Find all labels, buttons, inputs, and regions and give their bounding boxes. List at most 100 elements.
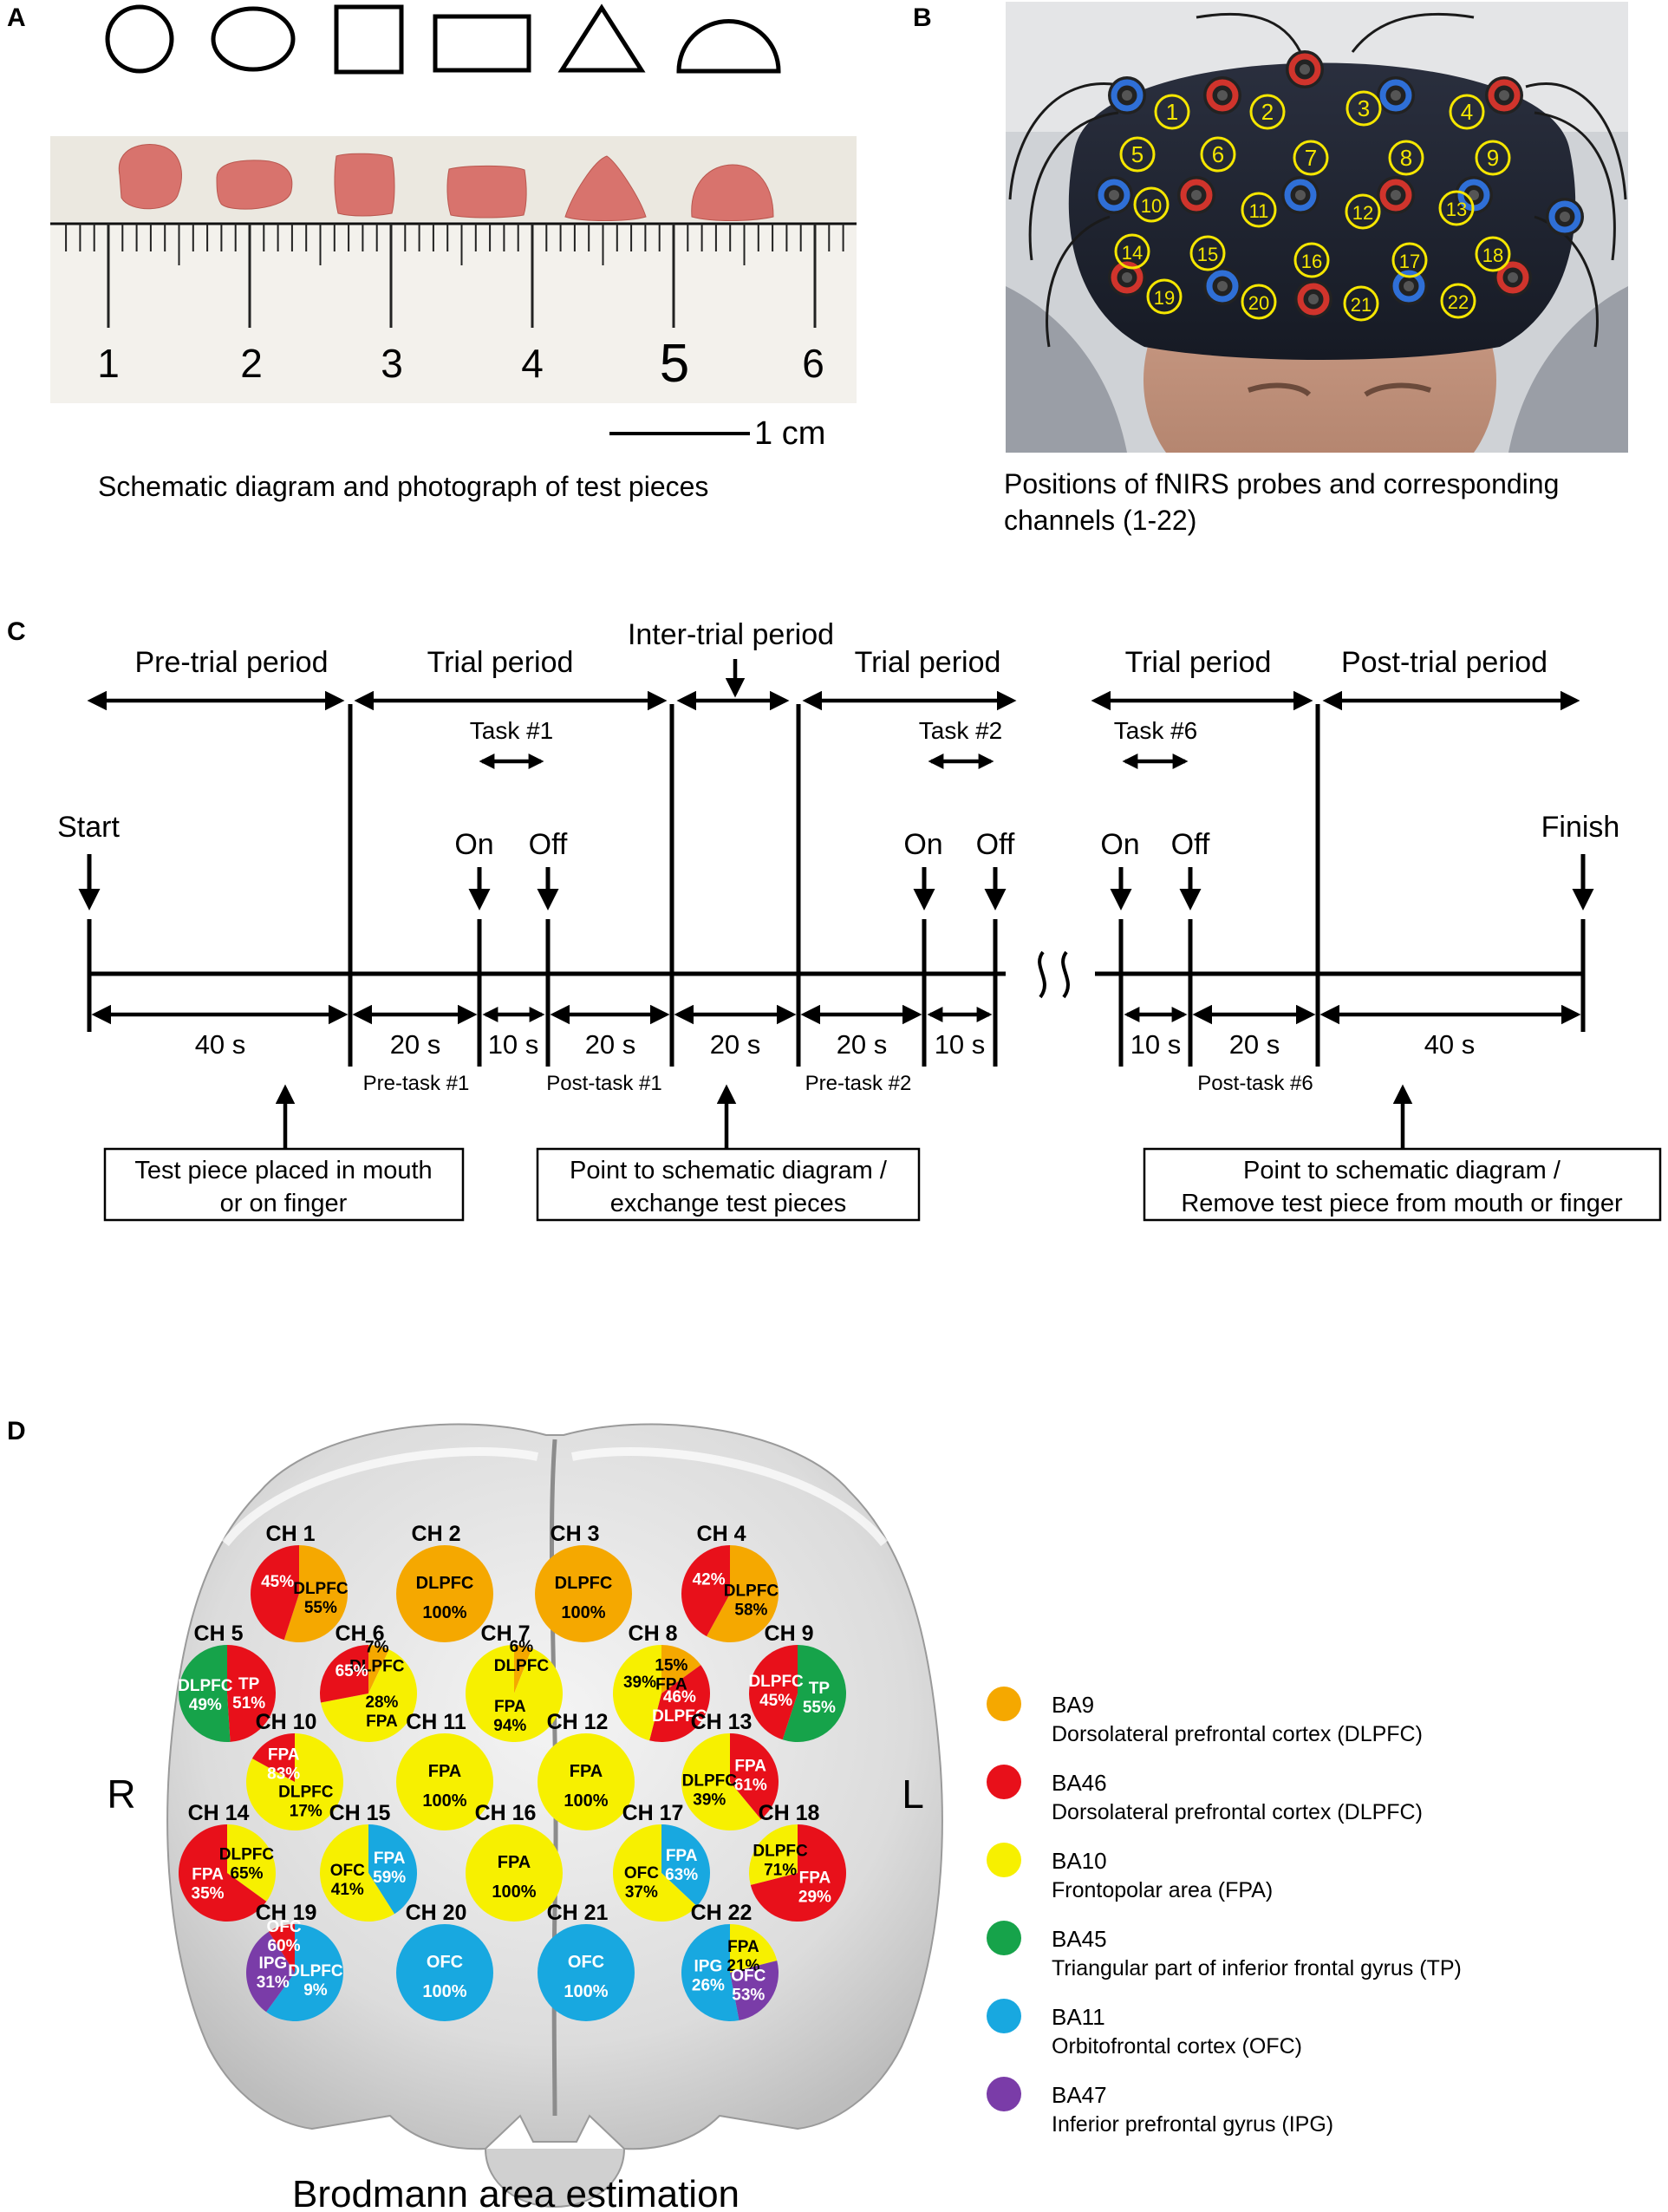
box-texts: Test piece placed in mouth or on finger … [134, 1157, 1623, 1217]
pie-label: 100% [422, 1791, 466, 1811]
brainstem [485, 2148, 625, 2209]
legend-desc: Inferior prefrontal gyrus (IPG) [1052, 2112, 1333, 2137]
pie-slice [368, 1824, 418, 1915]
piece-circle [118, 144, 182, 210]
on-label: On [903, 828, 942, 861]
channel-badge [1133, 186, 1170, 223]
pie-label: 37% [625, 1883, 658, 1902]
legend-desc: Orbitofrontal cortex (OFC) [1052, 2034, 1302, 2059]
pie-slice [245, 1931, 295, 2013]
pie-slice [266, 1924, 343, 2021]
pie-label: 100% [422, 1982, 466, 2001]
rectangle-shape [433, 14, 531, 73]
pie-label: DLPFC [293, 1580, 349, 1598]
pie-label: 26% [692, 1976, 725, 1994]
channel-badge [1293, 242, 1330, 278]
circle-shape [105, 4, 174, 74]
pie-label: OFC [427, 1953, 463, 1972]
channel-badge [1189, 235, 1226, 271]
channel-badge [1438, 190, 1475, 226]
pie-label: 63% [665, 1866, 698, 1884]
channel-number: 12 [1352, 202, 1373, 224]
pie-label: 28% [365, 1693, 398, 1712]
pie-label: OFC [624, 1864, 659, 1882]
pie-slice [227, 1824, 277, 1902]
pie-label: DLPFC [555, 1574, 613, 1593]
pie-label: 49% [189, 1696, 222, 1714]
channel-badge [1249, 94, 1286, 130]
channel-name: CH 1 [266, 1522, 316, 1546]
task-labels: Task #1 Task #2 Task #6 [470, 717, 1198, 744]
pie-slice [538, 1733, 635, 1830]
channel-number: 2 [1261, 99, 1274, 125]
post-task-1-label: Post-task #1 [546, 1072, 661, 1095]
pie-slice [538, 1924, 635, 2021]
legend-desc: Dorsolateral prefrontal cortex (DLPFC) [1052, 1722, 1423, 1746]
pie-slice [730, 1961, 779, 2021]
pie-label: 41% [331, 1881, 364, 1899]
channel-name: CH 18 [759, 1801, 820, 1825]
panel-a: A 1 2 [7, 3, 857, 502]
pie-label: 65% [336, 1662, 368, 1680]
duration-label: 10 s [1130, 1029, 1182, 1060]
task-1-label: Task #1 [470, 717, 554, 744]
pie-label: FPA [268, 1745, 300, 1764]
panel-d-title: Brodmann area estimation [292, 2173, 740, 2212]
pie-slice [283, 1545, 348, 1642]
legend-ba: BA9 [1052, 1692, 1094, 1718]
pie-label: 65% [230, 1865, 263, 1883]
legend-desc: Dorsolateral prefrontal cortex (DLPFC) [1052, 1800, 1423, 1824]
pie-label: FPA [570, 1762, 603, 1781]
legend-swatch [987, 2077, 1021, 2111]
pie-slice [514, 1644, 532, 1693]
channel-name: CH 6 [336, 1621, 385, 1646]
box1-line1: Test piece placed in mouth [134, 1157, 432, 1184]
pie-label: 100% [564, 1791, 608, 1811]
legend-ba: BA11 [1052, 2004, 1105, 2030]
duration-label: 20 s [1229, 1029, 1280, 1060]
channel-number: 21 [1351, 294, 1372, 316]
channel-badge [1345, 90, 1382, 127]
channel-name: CH 7 [481, 1621, 531, 1646]
channel-number: 10 [1141, 195, 1162, 217]
ruler-number: 4 [521, 341, 544, 386]
channel-name: CH 9 [765, 1621, 814, 1646]
channel-badge [1119, 136, 1156, 173]
duration-label: 20 s [710, 1029, 761, 1060]
pie-label: DLPFC [753, 1843, 808, 1861]
trial-period-6-label: Trial period [1125, 646, 1272, 679]
fnirs-cap [1068, 62, 1576, 360]
event-labels: Start Finish On Off On Off On Off [57, 811, 1619, 861]
channel-number: 17 [1399, 251, 1420, 272]
channel-number: 4 [1461, 99, 1473, 125]
channel-name: CH 3 [551, 1522, 600, 1546]
pie-slice [750, 1824, 847, 1922]
off-label: Off [529, 828, 568, 861]
channel-name: CH 2 [412, 1522, 461, 1546]
pie-label: 100% [492, 1882, 536, 1902]
pie-label: 6% [510, 1638, 534, 1656]
pie-label: 7% [365, 1638, 389, 1656]
pie-label: FPA [374, 1850, 406, 1868]
channel-badge [1200, 136, 1236, 173]
right-side-label: R [107, 1772, 135, 1817]
finish-label: Finish [1541, 811, 1620, 844]
task-sublabels: Pre-task #1 Post-task #1 Pre-task #2 Pos… [363, 1072, 1313, 1095]
break-mark [1038, 950, 1046, 999]
semicircle-shape [676, 19, 781, 74]
pie-slice [730, 1733, 779, 1820]
channel-badge [1293, 140, 1329, 176]
pie-slice [251, 1733, 295, 1782]
channel-number: 22 [1448, 291, 1469, 313]
